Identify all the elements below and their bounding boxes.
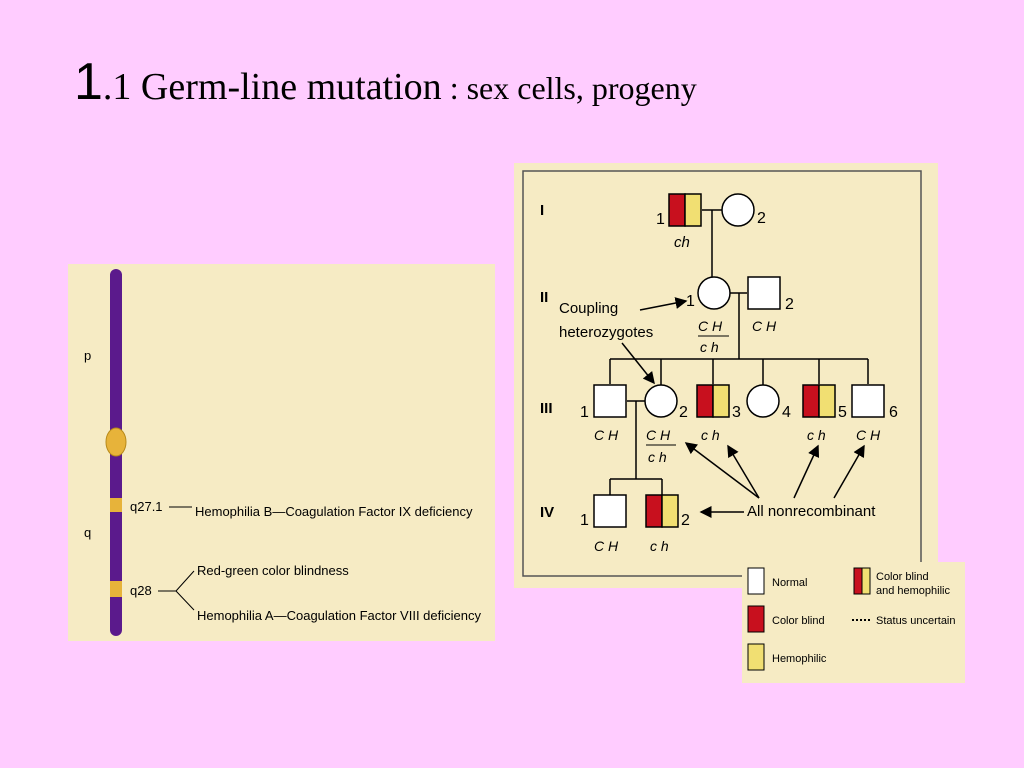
- band-q27-1: [110, 498, 122, 512]
- band2-desc1: Red-green color blindness: [197, 563, 349, 578]
- legend-normal: Normal: [747, 567, 807, 595]
- pedigree-frame: [522, 170, 922, 577]
- pedigree-figure: I II III IV 1 ch: [514, 163, 938, 588]
- legend-uncertain: Status uncertain: [852, 615, 956, 627]
- coupling-arrow-1: [639, 297, 688, 311]
- individual-III-2: 2 C H c h: [644, 384, 688, 465]
- pedigree-svg: I II III IV 1 ch: [522, 170, 922, 577]
- individual-II-2: 2 C H: [747, 276, 794, 334]
- title-number: 1: [74, 53, 103, 111]
- arm-p-label: p: [84, 348, 91, 363]
- individual-III-5: 5 c h: [802, 384, 847, 443]
- individual-IV-1: 1 C H: [580, 494, 627, 554]
- svg-text:C H: C H: [594, 427, 619, 443]
- nonrecombinant-label: All nonrecombinant: [747, 503, 876, 520]
- svg-text:3: 3: [732, 404, 741, 421]
- slide-title: 1.1 Germ-line mutation : sex cells, prog…: [74, 52, 697, 112]
- svg-text:c h: c h: [701, 427, 720, 443]
- band2-connector: [158, 570, 195, 611]
- svg-text:Status uncertain: Status uncertain: [876, 615, 956, 627]
- individual-III-1: 1 C H: [580, 384, 627, 443]
- svg-text:c h: c h: [648, 449, 667, 465]
- svg-text:ch: ch: [674, 234, 690, 251]
- x-chromosome-figure: p q q27.1 Hemophilia B—Coagulation Facto…: [68, 264, 495, 641]
- svg-text:1: 1: [686, 293, 695, 310]
- gen-label-1: I: [540, 202, 544, 219]
- legend-both: Color blind and hemophilic: [853, 567, 950, 597]
- svg-text:Color blind: Color blind: [876, 571, 929, 583]
- band1-label: q27.1: [130, 499, 163, 514]
- svg-text:Hemophilic: Hemophilic: [772, 653, 827, 665]
- individual-II-1: 1 C H c h: [686, 276, 731, 355]
- legend-hemophilic: Hemophilic: [747, 643, 827, 671]
- band2-desc2: Hemophilia A—Coagulation Factor VIII def…: [197, 608, 481, 623]
- title-suffix: : sex cells, progeny: [441, 70, 697, 106]
- coupling-label-1: Coupling: [559, 300, 618, 317]
- gen-label-4: IV: [540, 504, 554, 521]
- svg-text:6: 6: [889, 404, 898, 421]
- coupling-label-2: heterozygotes: [559, 324, 653, 341]
- x-chromosome-svg: p q q27.1 Hemophilia B—Coagulation Facto…: [84, 269, 481, 636]
- svg-text:5: 5: [838, 404, 847, 421]
- pedigree-lines: [609, 209, 869, 495]
- svg-text:1: 1: [656, 211, 665, 228]
- title-main: .1 Germ-line mutation: [102, 66, 442, 108]
- arm-q-label: q: [84, 525, 91, 540]
- individual-I-1: 1 ch: [656, 193, 702, 251]
- band2-label: q28: [130, 583, 152, 598]
- svg-text:1: 1: [580, 512, 589, 529]
- svg-text:2: 2: [785, 296, 794, 313]
- nonrecombinant-arrows: [684, 442, 865, 518]
- svg-text:c h: c h: [650, 538, 669, 554]
- coupling-arrow-2: [621, 342, 655, 385]
- svg-text:C H: C H: [856, 427, 881, 443]
- band1-desc: Hemophilia B—Coagulation Factor IX defic…: [195, 504, 473, 519]
- svg-text:C H: C H: [594, 538, 619, 554]
- legend: Normal Color blind Hemophilic Color blin…: [742, 562, 965, 683]
- svg-text:4: 4: [782, 404, 791, 421]
- svg-text:C H: C H: [698, 318, 723, 334]
- svg-text:2: 2: [679, 404, 688, 421]
- band-q28: [110, 581, 122, 597]
- centromere: [105, 427, 127, 457]
- svg-text:2: 2: [681, 512, 690, 529]
- gen-label-2: II: [540, 289, 548, 306]
- svg-text:C H: C H: [646, 427, 671, 443]
- svg-text:Color blind: Color blind: [772, 615, 825, 627]
- svg-text:and hemophilic: and hemophilic: [876, 585, 950, 597]
- svg-text:c h: c h: [807, 427, 826, 443]
- legend-svg: Normal Color blind Hemophilic Color blin…: [747, 567, 956, 671]
- individual-I-2: 2: [721, 193, 766, 227]
- svg-text:c h: c h: [700, 339, 719, 355]
- svg-text:C H: C H: [752, 318, 777, 334]
- individual-III-4: 4: [746, 384, 791, 421]
- svg-text:Normal: Normal: [772, 577, 807, 589]
- svg-text:2: 2: [757, 210, 766, 227]
- individual-IV-2: 2 c h: [645, 494, 690, 554]
- gen-label-3: III: [540, 400, 553, 417]
- individual-III-6: 6 C H: [851, 384, 898, 443]
- individual-III-3: 3 c h: [696, 384, 741, 443]
- svg-text:1: 1: [580, 404, 589, 421]
- legend-color-blind: Color blind: [747, 605, 825, 633]
